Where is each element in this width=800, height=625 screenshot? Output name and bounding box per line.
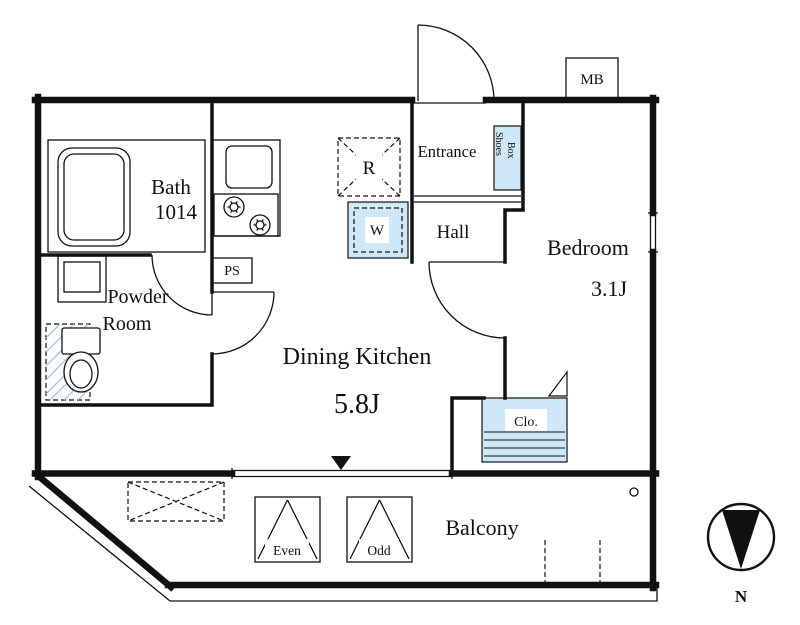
exterior-walls — [31, 93, 660, 592]
closet-label: Clo. — [514, 415, 538, 430]
odd-panel-frame — [346, 496, 413, 563]
bedroom-size-label: 3.1J — [591, 276, 628, 301]
meter-box-label: MB — [580, 72, 603, 88]
bedroom-door-swing-icon — [428, 261, 506, 339]
entrance-label: Entrance — [418, 142, 477, 161]
bathtub — [57, 147, 131, 247]
windows — [231, 212, 658, 479]
ac-unit-space — [127, 481, 225, 522]
compass-icon: N — [706, 502, 776, 606]
refrigerator-space: R — [337, 137, 401, 197]
balcony-railing — [28, 485, 658, 602]
refrigerator-box — [337, 137, 401, 197]
pipe-space: PS — [211, 257, 253, 284]
pipe-space-label: PS — [224, 264, 240, 279]
even-label: Even — [273, 543, 301, 558]
ac-unit-cross-icon — [127, 481, 225, 522]
washer-label: W — [370, 223, 385, 239]
toilet-tank — [61, 327, 101, 355]
kitchen — [211, 139, 281, 237]
odd-label: Odd — [367, 543, 390, 558]
room-labels: Bath 1014 Powder Room Entrance Hall Bedr… — [103, 142, 629, 540]
odd-label-bg — [359, 539, 399, 558]
window-marker-icon — [331, 456, 351, 470]
powder-room — [45, 255, 107, 401]
washer-space: W — [347, 201, 409, 259]
shoes-box-rect — [493, 125, 522, 191]
odd-panel-triangle-icon — [349, 499, 410, 560]
washer-inner — [353, 207, 403, 253]
washer-label-bg — [365, 217, 389, 243]
bath-size-label: 1014 — [155, 200, 198, 224]
shoes-box-label-2: Box — [505, 142, 516, 159]
powder-room-label-1: Powder — [107, 286, 168, 308]
shoes-box: Shoes Box — [493, 125, 522, 191]
stove — [213, 193, 279, 237]
partition-panel-even: Even — [254, 496, 321, 563]
bath-room — [47, 139, 206, 253]
even-panel-triangle-icon — [257, 499, 318, 560]
entrance-step-lines — [412, 102, 521, 203]
walls — [31, 93, 660, 592]
closet-label-bg — [505, 409, 547, 431]
vanity-basin — [63, 261, 101, 293]
stove-burner-icon — [249, 214, 271, 236]
bath-unit-outline — [47, 139, 206, 253]
shoes-box-label-1: Shoes — [493, 132, 504, 156]
even-panel-frame — [254, 496, 321, 563]
bedroom-window — [648, 212, 658, 253]
powder-door-swing-icon — [211, 291, 275, 355]
burner-ring — [249, 214, 271, 236]
hall-label: Hall — [437, 222, 470, 243]
entrance-door-swing-icon — [417, 24, 495, 102]
toilet-bowl — [63, 351, 99, 393]
balcony-window — [231, 468, 453, 479]
dining-kitchen-size-label: 5.8J — [334, 389, 380, 420]
refrigerator-label: R — [363, 158, 376, 179]
meter-box: MB — [565, 57, 619, 101]
closet-door-icon — [547, 370, 568, 397]
even-label-bg — [265, 539, 309, 558]
refrigerator-label-bg — [356, 152, 382, 182]
partition-panel-odd: Odd — [346, 496, 413, 563]
compass-needle — [722, 510, 760, 569]
balcony-tick-marks — [544, 540, 601, 584]
burner-center — [229, 202, 239, 212]
kitchen-sink — [225, 145, 273, 189]
compass-north-label: N — [735, 587, 748, 606]
balcony-area: Even Odd — [28, 481, 658, 602]
bath-label: Bath — [151, 175, 191, 199]
bedroom-label: Bedroom — [547, 235, 629, 260]
stove-burner-icon — [223, 196, 245, 218]
compass-circle — [706, 502, 776, 572]
bathtub-inner — [63, 153, 125, 241]
closet-shelf-lines — [484, 431, 565, 457]
balcony-label: Balcony — [445, 515, 518, 540]
dining-kitchen-label: Dining Kitchen — [283, 344, 432, 370]
drain-icon — [629, 487, 639, 497]
burner-ring — [223, 196, 245, 218]
toilet-seat — [69, 359, 93, 389]
interior-walls — [36, 98, 525, 475]
closet: Clo. — [481, 370, 568, 463]
vanity — [57, 255, 107, 303]
doors — [151, 24, 506, 355]
burner-center — [255, 220, 265, 230]
powder-room-label-2: Room — [103, 313, 152, 335]
